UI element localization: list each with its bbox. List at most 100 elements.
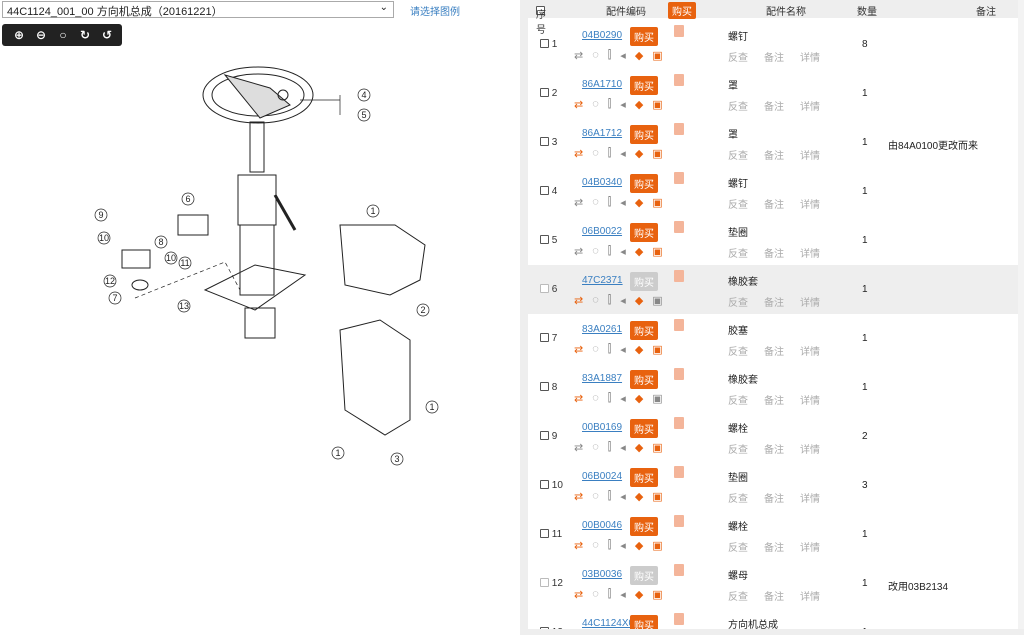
callout-label[interactable]: 10 bbox=[99, 233, 109, 243]
detail-link[interactable]: 详情 bbox=[800, 298, 820, 309]
row-checkbox[interactable] bbox=[540, 578, 549, 587]
document-icon[interactable] bbox=[674, 613, 684, 625]
lookup-link[interactable]: 反查 bbox=[728, 53, 748, 64]
part-code-link[interactable]: 44C1124X0 bbox=[582, 618, 635, 629]
zoom-reset-icon[interactable]: ○ bbox=[59, 28, 67, 42]
callout-label[interactable]: 8 bbox=[158, 237, 163, 247]
swap-icon[interactable]: ⇄ bbox=[574, 491, 584, 503]
note-edit-icon[interactable]: ◌ bbox=[592, 392, 599, 404]
image-icon[interactable]: ▣ bbox=[652, 344, 663, 356]
tools-icon[interactable]: ⫿ bbox=[607, 147, 612, 159]
part-code-link[interactable]: 83A0261 bbox=[582, 324, 623, 335]
image-icon[interactable]: ▣ bbox=[652, 442, 663, 454]
tools-icon[interactable]: ⫿ bbox=[607, 98, 612, 110]
swap-icon[interactable]: ⇄ bbox=[574, 442, 584, 454]
tag-icon[interactable]: ◆ bbox=[634, 393, 644, 405]
row-checkbox[interactable] bbox=[540, 186, 549, 195]
document-icon[interactable] bbox=[674, 123, 684, 135]
image-icon[interactable]: ▣ bbox=[652, 295, 663, 307]
tools-icon[interactable]: ⫿ bbox=[607, 294, 612, 306]
tools-icon[interactable]: ⫿ bbox=[607, 539, 612, 551]
swap-icon[interactable]: ⇄ bbox=[574, 393, 584, 405]
callout-label[interactable]: 1 bbox=[335, 448, 340, 458]
image-icon[interactable]: ▣ bbox=[652, 99, 663, 111]
image-icon[interactable]: ▣ bbox=[652, 197, 663, 209]
remark-link[interactable]: 备注 bbox=[764, 249, 784, 260]
note-edit-icon[interactable]: ◌ bbox=[592, 196, 599, 208]
speaker-icon[interactable]: ◂ bbox=[620, 99, 626, 111]
zoom-in-icon[interactable]: ⊕ bbox=[13, 28, 25, 42]
buy-button[interactable]: 购买 bbox=[630, 223, 658, 242]
remark-link[interactable]: 备注 bbox=[764, 53, 784, 64]
image-icon[interactable]: ▣ bbox=[652, 148, 663, 160]
image-icon[interactable]: ▣ bbox=[652, 540, 663, 552]
speaker-icon[interactable]: ◂ bbox=[620, 540, 626, 552]
buy-button[interactable]: 购买 bbox=[630, 27, 658, 46]
part-code-link[interactable]: 47C2371 bbox=[582, 275, 623, 286]
callout-label[interactable]: 1 bbox=[429, 402, 434, 412]
part-code-link[interactable]: 03B0036 bbox=[582, 569, 623, 580]
speaker-icon[interactable]: ◂ bbox=[620, 148, 626, 160]
document-icon[interactable] bbox=[674, 564, 684, 576]
tag-icon[interactable]: ◆ bbox=[634, 442, 644, 454]
swap-icon[interactable]: ⇄ bbox=[574, 50, 584, 62]
note-edit-icon[interactable]: ◌ bbox=[592, 294, 599, 306]
rotate-right-icon[interactable]: ↻ bbox=[79, 28, 91, 42]
detail-link[interactable]: 详情 bbox=[800, 543, 820, 554]
swap-icon[interactable]: ⇄ bbox=[574, 148, 584, 160]
row-checkbox[interactable] bbox=[540, 431, 549, 440]
swap-icon[interactable]: ⇄ bbox=[574, 246, 584, 258]
speaker-icon[interactable]: ◂ bbox=[620, 589, 626, 601]
callout-circle[interactable] bbox=[97, 231, 111, 245]
note-edit-icon[interactable]: ◌ bbox=[592, 98, 599, 110]
part-code-link[interactable]: 86A1710 bbox=[582, 79, 623, 90]
callout-label[interactable]: 1 bbox=[370, 206, 375, 216]
callout-label[interactable]: 9 bbox=[98, 210, 103, 220]
detail-link[interactable]: 详情 bbox=[800, 396, 820, 407]
vertical-scrollbar[interactable] bbox=[1018, 0, 1024, 635]
image-icon[interactable]: ▣ bbox=[652, 491, 663, 503]
detail-link[interactable]: 详情 bbox=[800, 249, 820, 260]
swap-icon[interactable]: ⇄ bbox=[574, 295, 584, 307]
tag-icon[interactable]: ◆ bbox=[634, 491, 644, 503]
remark-link[interactable]: 备注 bbox=[764, 543, 784, 554]
row-checkbox[interactable] bbox=[540, 382, 549, 391]
callout-label[interactable]: 7 bbox=[112, 293, 117, 303]
callout-label[interactable]: 12 bbox=[105, 276, 115, 286]
remark-link[interactable]: 备注 bbox=[764, 200, 784, 211]
callout-label[interactable]: 4 bbox=[361, 90, 366, 100]
document-icon[interactable] bbox=[674, 172, 684, 184]
lookup-link[interactable]: 反查 bbox=[728, 592, 748, 603]
callout-label[interactable]: 3 bbox=[394, 454, 399, 464]
speaker-icon[interactable]: ◂ bbox=[620, 197, 626, 209]
document-icon[interactable] bbox=[674, 515, 684, 527]
buy-button[interactable]: 购买 bbox=[630, 419, 658, 438]
document-icon[interactable] bbox=[674, 74, 684, 86]
note-edit-icon[interactable]: ◌ bbox=[592, 343, 599, 355]
image-icon[interactable]: ▣ bbox=[652, 589, 663, 601]
remark-link[interactable]: 备注 bbox=[764, 445, 784, 456]
row-checkbox[interactable] bbox=[540, 529, 549, 538]
document-icon[interactable] bbox=[674, 25, 684, 37]
callout-circle[interactable] bbox=[103, 274, 117, 288]
lookup-link[interactable]: 反查 bbox=[728, 396, 748, 407]
detail-link[interactable]: 详情 bbox=[800, 200, 820, 211]
buy-all-button[interactable]: 购买 bbox=[668, 2, 696, 19]
buy-button[interactable]: 购买 bbox=[630, 125, 658, 144]
tools-icon[interactable]: ⫿ bbox=[607, 343, 612, 355]
lookup-link[interactable]: 反查 bbox=[728, 151, 748, 162]
buy-button[interactable]: 购买 bbox=[630, 566, 658, 585]
panel-splitter[interactable] bbox=[520, 0, 528, 635]
callout-circle[interactable] bbox=[178, 256, 192, 270]
tag-icon[interactable]: ◆ bbox=[634, 197, 644, 209]
callout-circle[interactable] bbox=[425, 400, 439, 414]
buy-button[interactable]: 购买 bbox=[630, 76, 658, 95]
assembly-select[interactable]: 44C1124_001_00 方向机总成（20161221）⌄ bbox=[2, 1, 394, 18]
speaker-icon[interactable]: ◂ bbox=[620, 344, 626, 356]
callout-label[interactable]: 6 bbox=[185, 194, 190, 204]
row-checkbox[interactable] bbox=[540, 480, 549, 489]
image-icon[interactable]: ▣ bbox=[652, 50, 663, 62]
callout-circle[interactable] bbox=[94, 208, 108, 222]
tag-icon[interactable]: ◆ bbox=[634, 589, 644, 601]
remark-link[interactable]: 备注 bbox=[764, 494, 784, 505]
